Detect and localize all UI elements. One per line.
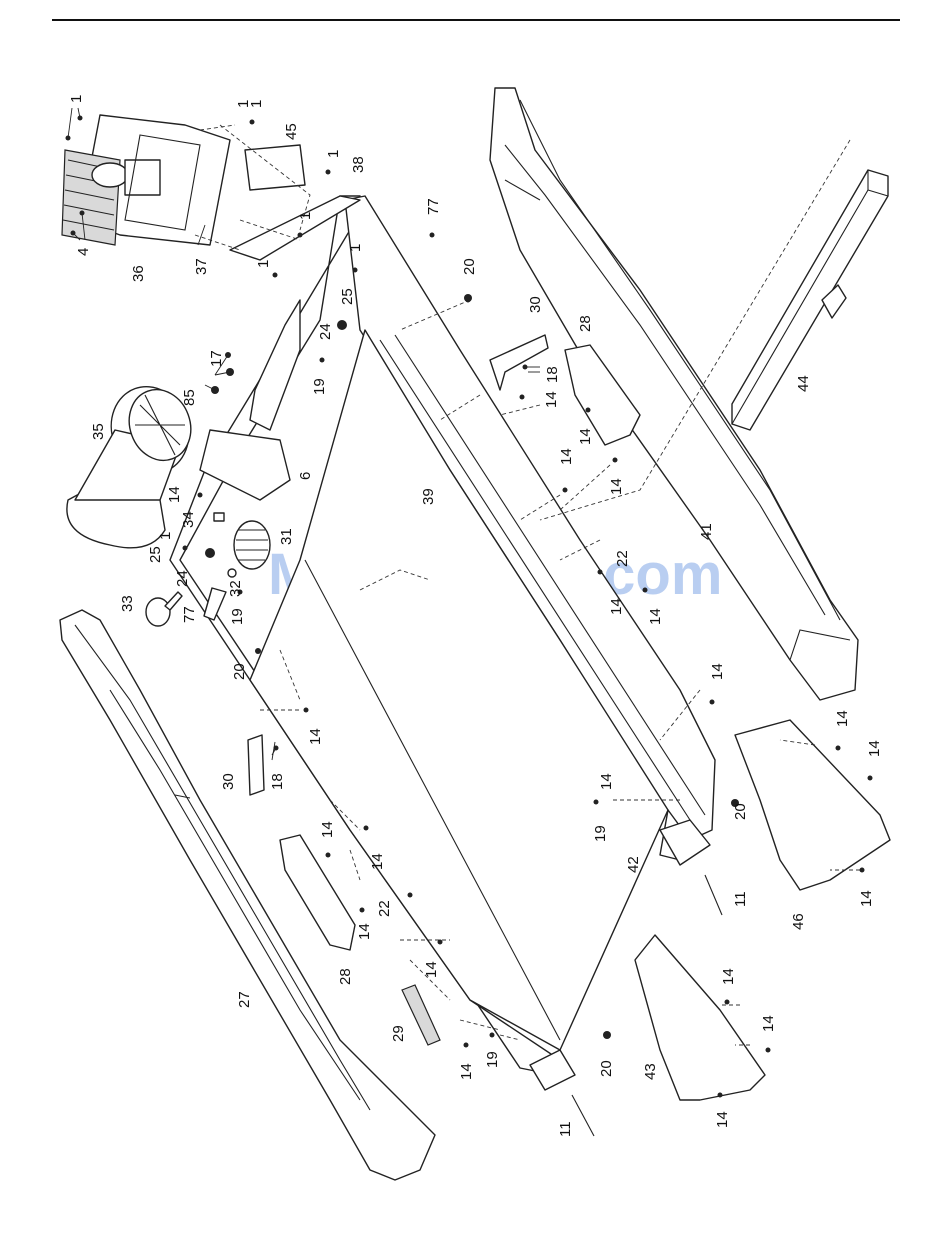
callout-label: 35 [90,423,107,440]
callout-label: 28 [577,315,594,332]
callout-label: 14 [608,478,625,495]
callout-label: 45 [283,123,300,140]
callout-label: 6 [297,472,314,480]
axle-11-front [572,1095,594,1136]
callout-label: 1 [297,212,314,220]
callout-label: 25 [147,546,164,563]
callout-label: 1 [235,100,252,108]
bracket-30-right [490,335,548,390]
callout-label: 14 [356,923,373,940]
callout-label: 14 [866,740,883,757]
callout-label: 14 [319,821,336,838]
callout-label: 14 [307,728,324,745]
callout-label: 14 [709,663,726,680]
callout-label: 14 [834,710,851,727]
callout-label: 14 [458,1063,475,1080]
callout-label: 20 [598,1060,615,1077]
callout-label: 20 [461,258,478,275]
callout-label: 19 [484,1051,501,1068]
callout-label: 14 [166,486,183,503]
callout-label: 19 [311,378,328,395]
callout-label: 17 [208,350,225,367]
callout-label: 11 [557,1121,574,1137]
callout-label: 39 [420,488,437,505]
callout-label: 18 [269,773,286,790]
callout-label: 22 [614,550,631,567]
callout-label: 34 [180,511,197,528]
callout-label: 14 [714,1111,731,1128]
callout-label: 24 [317,323,334,340]
callout-label: 30 [527,296,544,313]
callout-label: 14 [543,391,560,408]
callout-label: 30 [220,773,237,790]
callout-label: 85 [181,389,198,406]
callout-label: 1 [255,260,272,268]
ground-strap [402,985,440,1045]
callout-label: 25 [339,288,356,305]
callout-label: 14 [598,773,615,790]
callout-label: 32 [227,580,244,597]
callout-label: 14 [720,968,737,985]
callout-label: 19 [592,825,609,842]
callout-label: 37 [193,258,210,275]
axle-11-rear [705,875,722,915]
callout-label: 22 [376,900,393,917]
callout-label: 44 [795,375,812,392]
callout-label: 24 [174,570,191,587]
callout-label: 77 [181,606,198,623]
callout-label: 14 [608,598,625,615]
callout-label: 46 [790,913,807,930]
callout-label: 38 [350,156,367,173]
callout-label: 20 [231,663,248,680]
callout-label: 31 [278,528,295,545]
callout-label: 20 [732,803,749,820]
callout-label: 14 [858,890,875,907]
callout-label: 19 [229,608,246,625]
callout-label: 14 [577,428,594,445]
callout-label: 11 [732,891,749,907]
callout-label: 1 [68,95,85,103]
callout-label: 33 [119,595,136,612]
callout-label: 27 [236,991,253,1008]
callout-label: 43 [642,1063,659,1080]
callout-label: 41 [698,523,715,540]
callout-label: 14 [558,448,575,465]
pad-28-left [280,835,355,950]
callout-label: 77 [425,198,442,215]
callout-label: 36 [130,265,147,282]
callout-label: 1 [347,244,364,252]
callout-label: 18 [544,366,561,383]
callout-label: 42 [625,856,642,873]
callout-label: 14 [369,853,386,870]
callout-label: 1 [325,150,342,158]
callout-label: 29 [390,1025,407,1042]
callout-label: 28 [337,968,354,985]
callout-label: 4 [75,248,92,256]
callout-label: 14 [423,961,440,978]
callout-label: 1 [157,532,174,540]
callout-label: 14 [760,1015,777,1032]
callout-label: 14 [647,608,664,625]
bracket-30-left [248,735,264,795]
